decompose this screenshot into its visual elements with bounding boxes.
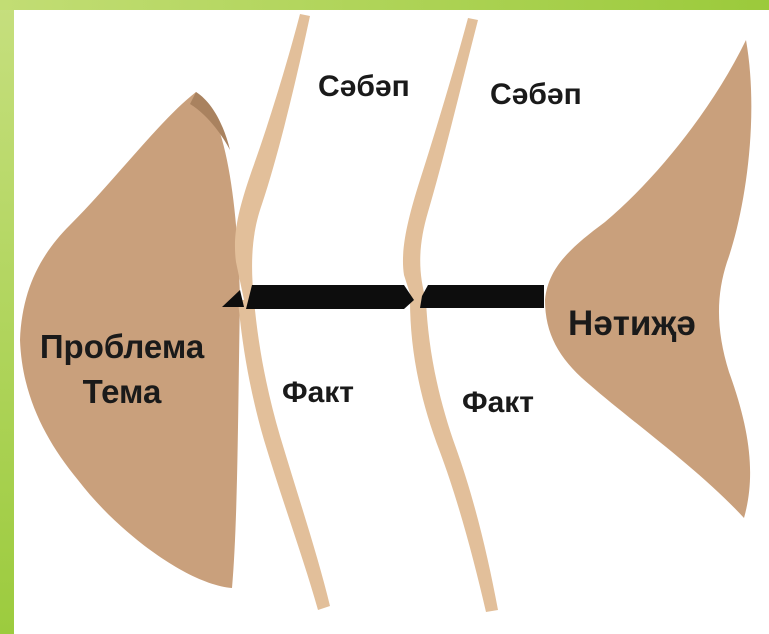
- fact-label-1: Факт: [282, 378, 354, 408]
- fact-label-2: Факт: [462, 388, 534, 418]
- cause-label-1: Сәбәп: [318, 72, 410, 102]
- spine-segment-1: [246, 285, 414, 309]
- cause-bone-1: [235, 14, 310, 300]
- cause-bone-2: [403, 18, 478, 300]
- problem-label-line1: Проблема: [38, 325, 206, 370]
- effect-label: Нәтиҗә: [568, 306, 696, 341]
- spine-segment-2: [420, 285, 544, 308]
- fact-bone-1: [238, 300, 330, 610]
- problem-label-line2: Тема: [38, 370, 206, 415]
- cause-label-2: Сәбәп: [490, 80, 582, 110]
- problem-label: Проблема Тема: [38, 325, 206, 414]
- fish-tail-shape: [545, 40, 751, 518]
- fact-bone-2: [410, 300, 498, 612]
